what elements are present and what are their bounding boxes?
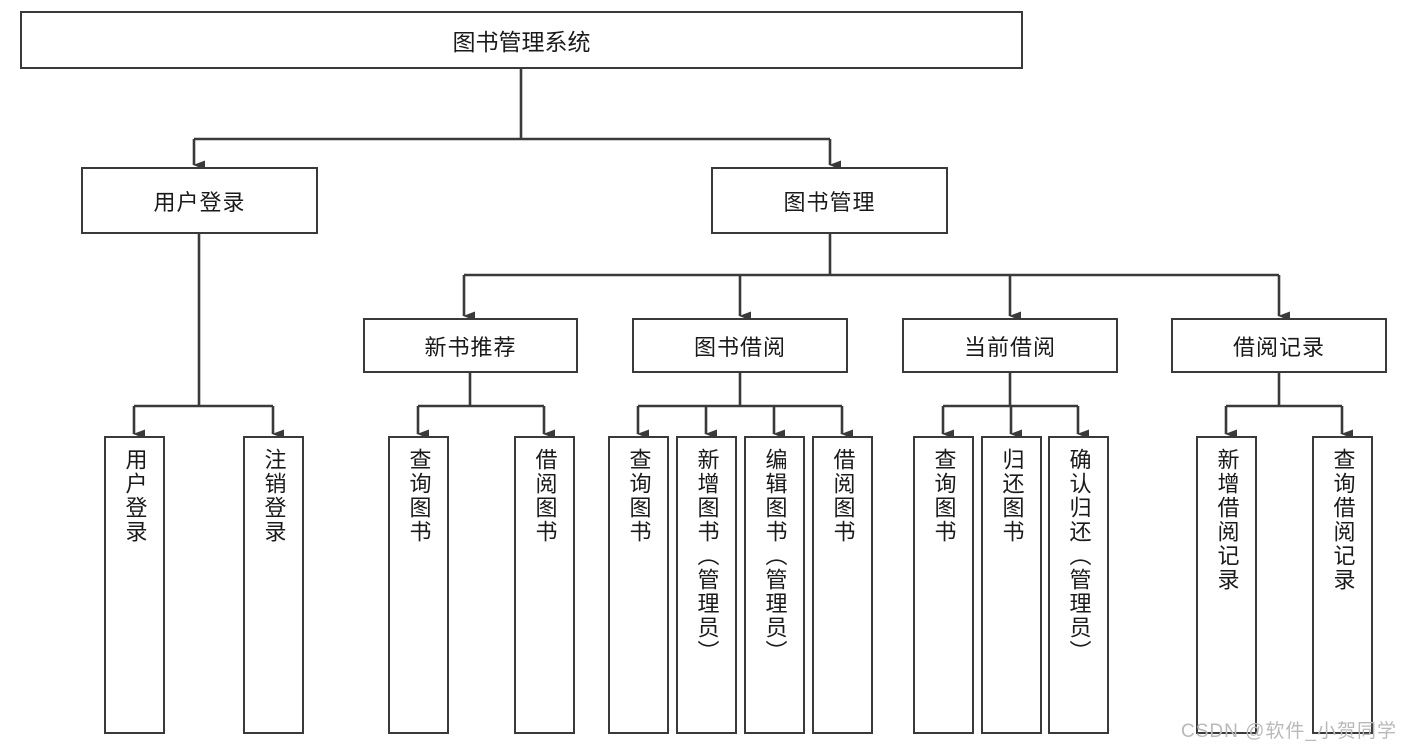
leaf-label: 查询借阅记录 xyxy=(1330,448,1356,592)
node-book-borrow[interactable]: 图书借阅 xyxy=(632,318,848,373)
leaf-label: 新增借阅记录 xyxy=(1214,448,1240,592)
leaf-current-return-book[interactable]: 归还图书 xyxy=(981,436,1042,734)
node-borrow-record[interactable]: 借阅记录 xyxy=(1171,318,1387,373)
leaf-current-query-book[interactable]: 查询图书 xyxy=(913,436,974,734)
node-current-borrow-label: 当前借阅 xyxy=(963,334,1056,360)
node-root-label: 图书管理系统 xyxy=(452,29,591,55)
leaf-current-confirm-return[interactable]: 确认归还（管理员） xyxy=(1048,436,1109,734)
csdn-watermark: CSDN @软件_小贺同学 xyxy=(1181,721,1397,742)
leaf-borrow-edit-book[interactable]: 编辑图书（管理员） xyxy=(744,436,805,734)
node-book-borrow-label: 图书借阅 xyxy=(693,334,786,360)
leaf-label: 归还图书 xyxy=(999,448,1025,544)
leaf-user-login-logout[interactable]: 注销登录 xyxy=(243,436,304,734)
node-book-management-label: 图书管理 xyxy=(783,189,876,215)
leaf-label: 编辑图书（管理员） xyxy=(762,448,788,664)
leaf-borrow-borrow-book[interactable]: 借阅图书 xyxy=(812,436,873,734)
leaf-label: 借阅图书 xyxy=(532,448,558,544)
node-book-management[interactable]: 图书管理 xyxy=(711,167,948,234)
node-root[interactable]: 图书管理系统 xyxy=(20,11,1023,69)
leaf-label: 查询图书 xyxy=(406,448,432,544)
leaf-label: 新增图书（管理员） xyxy=(694,448,720,664)
leaf-label: 注销登录 xyxy=(261,448,287,544)
node-new-book-recommend[interactable]: 新书推荐 xyxy=(363,318,578,373)
leaf-label: 确认归还（管理员） xyxy=(1066,448,1092,664)
node-user-login[interactable]: 用户登录 xyxy=(81,167,318,234)
leaf-record-query[interactable]: 查询借阅记录 xyxy=(1312,436,1373,734)
leaf-record-add[interactable]: 新增借阅记录 xyxy=(1196,436,1257,734)
node-current-borrow[interactable]: 当前借阅 xyxy=(902,318,1118,373)
leaf-label: 查询图书 xyxy=(626,448,652,544)
node-borrow-record-label: 借阅记录 xyxy=(1232,334,1325,360)
leaf-user-login-login[interactable]: 用户登录 xyxy=(104,436,165,734)
leaf-new-book-query[interactable]: 查询图书 xyxy=(388,436,449,734)
leaf-borrow-query-book[interactable]: 查询图书 xyxy=(608,436,669,734)
leaf-label: 用户登录 xyxy=(122,448,148,544)
node-new-book-recommend-label: 新书推荐 xyxy=(424,334,517,360)
node-user-login-label: 用户登录 xyxy=(153,189,246,215)
leaf-new-book-borrow[interactable]: 借阅图书 xyxy=(514,436,575,734)
leaf-label: 借阅图书 xyxy=(830,448,856,544)
leaf-label: 查询图书 xyxy=(931,448,957,544)
leaf-borrow-add-book[interactable]: 新增图书（管理员） xyxy=(676,436,737,734)
